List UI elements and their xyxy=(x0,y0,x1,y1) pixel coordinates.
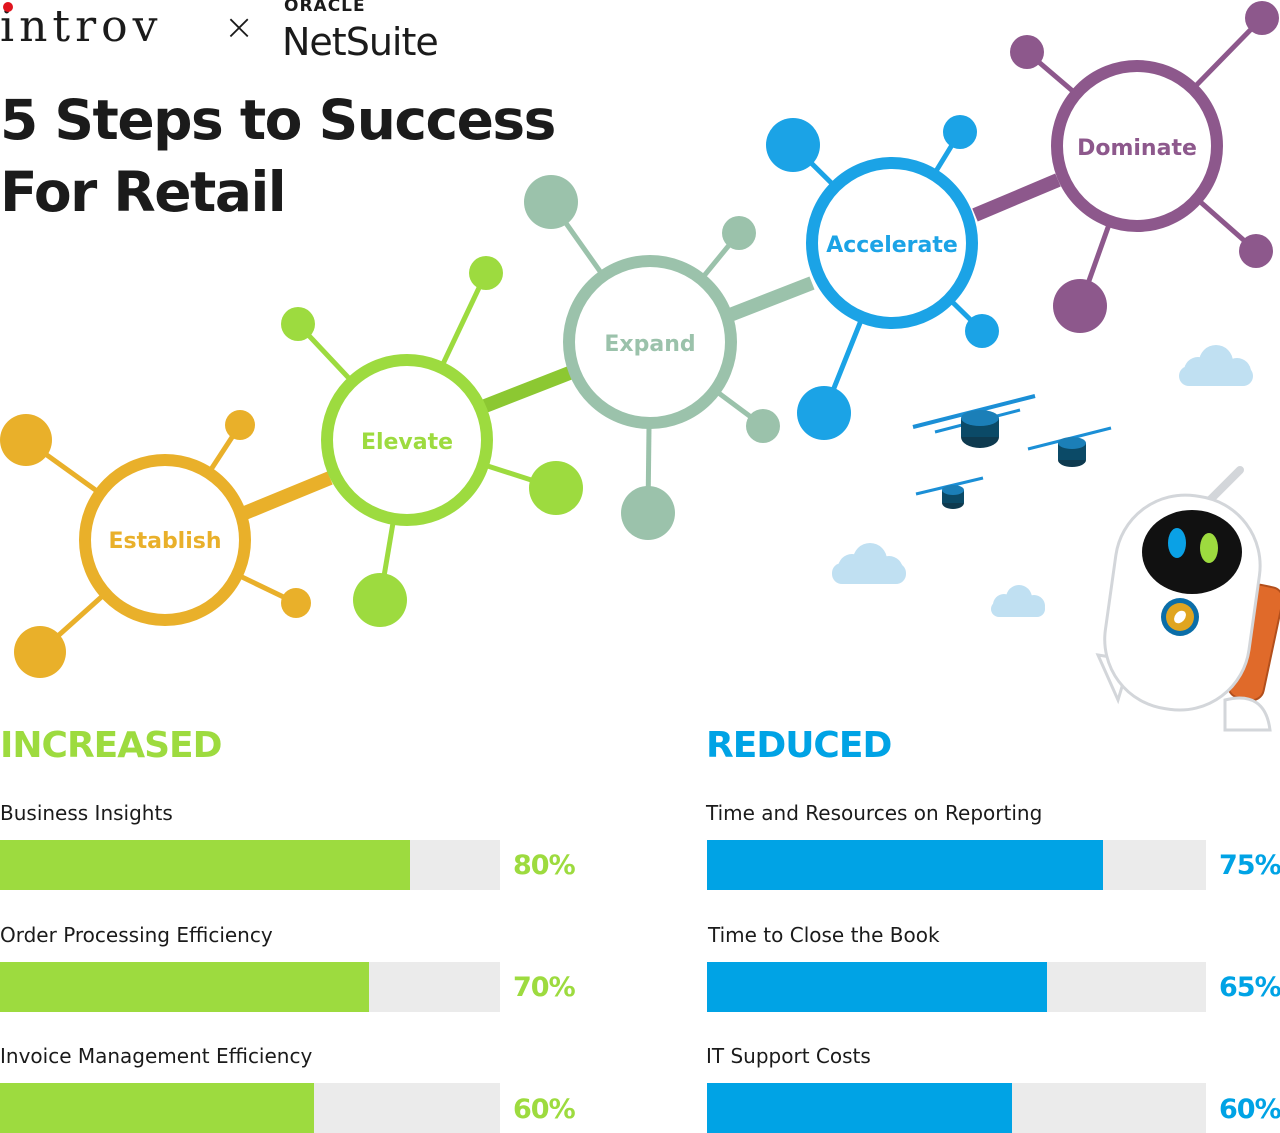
reduced-item-label: Time and Resources on Reporting xyxy=(706,801,1043,825)
introv-logo: introv xyxy=(0,1,163,52)
increased-bar-fill xyxy=(0,1083,314,1133)
reduced-bar-fill xyxy=(707,962,1047,1012)
reduced-bar-track xyxy=(707,1083,1206,1133)
increased-item-label: Business Insights xyxy=(0,801,173,825)
reduced-bar-fill xyxy=(707,840,1103,890)
netsuite-logo: NetSuite xyxy=(282,20,439,64)
connector-expand-accelerate xyxy=(727,276,815,322)
increased-bar-track xyxy=(0,840,500,890)
page-title: 5 Steps to Success For Retail xyxy=(0,84,556,228)
reduced-bar-fill xyxy=(707,1083,1012,1133)
step-dominate xyxy=(1010,1,1279,333)
page-title-line-2: For Retail xyxy=(0,160,287,224)
reduced-item-label: IT Support Costs xyxy=(706,1044,871,1068)
increased-bar-fill xyxy=(0,962,369,1012)
introv-logo-dot-icon xyxy=(3,2,13,12)
step-elevate xyxy=(281,256,583,627)
step-establish xyxy=(0,410,311,678)
step-label-elevate: Elevate xyxy=(361,430,453,455)
increased-bar-fill xyxy=(0,840,410,890)
connector-elevate-expand xyxy=(477,365,575,415)
steps-diagram: Establish Elevate Expand Accelerate Domi… xyxy=(0,1,1280,732)
drone-icon xyxy=(915,476,984,509)
cloud-icon xyxy=(832,543,906,584)
robot-mascot-icon xyxy=(1095,466,1280,732)
reduced-value: 60% xyxy=(1219,1094,1280,1125)
increased-value: 60% xyxy=(513,1094,576,1125)
step-label-dominate: Dominate xyxy=(1077,136,1197,161)
increased-item-label: Order Processing Efficiency xyxy=(0,923,273,947)
reduced-bar-track xyxy=(707,840,1206,890)
cloud-icon xyxy=(991,585,1045,617)
step-accelerate xyxy=(766,115,999,440)
step-expand xyxy=(524,175,780,540)
step-label-establish: Establish xyxy=(108,529,221,554)
drone-icon xyxy=(1027,426,1112,467)
reduced-item-label: Time to Close the Book xyxy=(708,923,940,947)
increased-item-label: Invoice Management Efficiency xyxy=(0,1044,313,1068)
reduced-bar-track xyxy=(707,962,1206,1012)
reduced-value: 75% xyxy=(1219,850,1280,881)
reduced-value: 65% xyxy=(1219,972,1280,1003)
increased-bar-track xyxy=(0,962,500,1012)
increased-heading: INCREASED xyxy=(0,725,223,766)
cloud-icon xyxy=(1179,345,1253,386)
increased-value: 80% xyxy=(513,850,576,881)
connector-establish-elevate xyxy=(237,471,333,522)
page-title-line-1: 5 Steps to Success xyxy=(0,88,556,152)
oracle-logo: ORACLE xyxy=(284,0,366,16)
step-label-accelerate: Accelerate xyxy=(826,233,958,258)
increased-bar-track xyxy=(0,1083,500,1133)
increased-value: 70% xyxy=(513,972,576,1003)
connector-accelerate-dominate xyxy=(972,173,1061,222)
step-label-expand: Expand xyxy=(604,332,695,357)
collaboration-x-icon: × xyxy=(224,7,255,48)
drone-icon xyxy=(912,394,1036,448)
reduced-heading: REDUCED xyxy=(706,725,892,766)
